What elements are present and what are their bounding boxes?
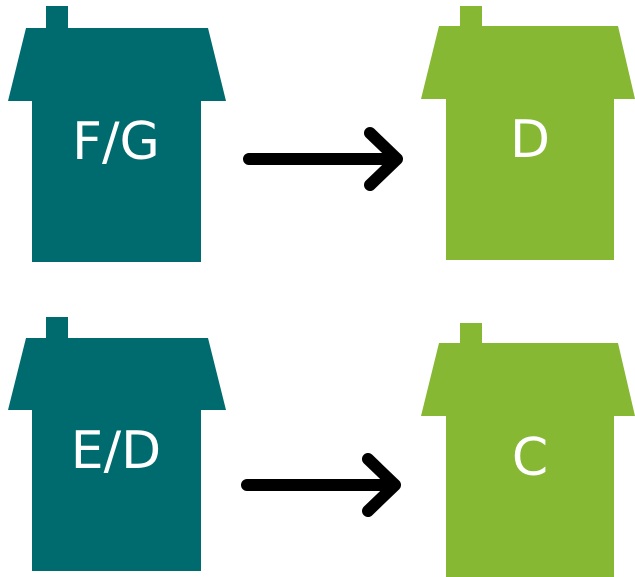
current-rating-label: E/D <box>71 421 161 481</box>
arrow-icon <box>243 127 403 191</box>
current-rating-label: F/G <box>72 112 160 172</box>
current-rating-house-1: F/G <box>8 6 226 262</box>
house-icon <box>421 323 635 577</box>
house-icon <box>8 6 226 262</box>
target-rating-house-1: D <box>421 6 635 260</box>
target-rating-house-2: C <box>421 323 635 577</box>
arrow-icon <box>241 453 401 517</box>
upgrade-row-2: E/D C <box>8 317 635 577</box>
current-rating-house-2: E/D <box>8 317 226 571</box>
target-rating-label: D <box>510 110 550 170</box>
target-rating-label: C <box>512 428 548 488</box>
upgrade-row-1: F/G D <box>8 6 635 262</box>
house-icon <box>8 317 226 571</box>
house-icon <box>421 6 635 260</box>
